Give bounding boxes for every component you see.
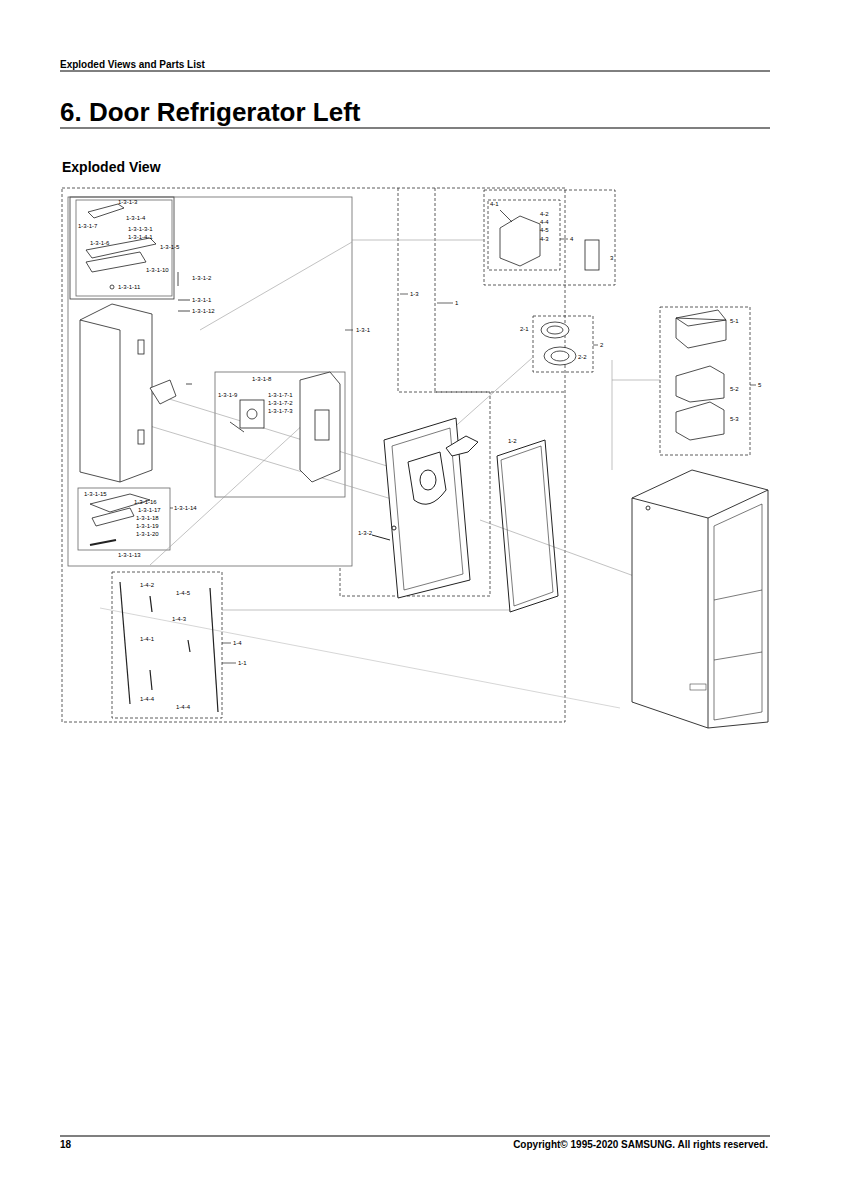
callout-number: 1-3-1-12 [192,308,215,314]
callout-number: 4-1 [490,201,499,207]
callout-number: 1-4-4 [176,704,190,710]
callout-number: 1-4-1 [140,636,154,642]
callout-number: 1-3-1-1 [192,297,211,303]
callout-number: 1-3-1-7-1 [268,392,293,398]
callout-number: 1-3-1-13 [118,552,141,558]
callout-number: 1-3-1-7-2 [268,400,293,406]
callout-number: 1-4-4 [140,696,154,702]
callout-number: 4-3 [540,236,549,242]
callout-number: 5-1 [730,318,739,324]
callout-number: 2-1 [520,326,529,332]
callout-number: 1-3 [410,291,419,297]
callout-number: 1-3-1-4 [126,215,145,221]
section-heading: Exploded View [62,160,161,174]
callout-number: 1-3-1-18 [136,515,159,521]
callout-number: 1 [455,300,458,306]
callout-number: 1-3-1-15 [84,491,107,497]
callout-number: 1-4-2 [140,582,154,588]
callout-number: 3 [610,255,613,261]
callout-number: 1-3-1-2 [192,275,211,281]
callout-number: 1-3-1-17 [138,507,161,513]
callout-number: 1-3-1 [356,327,370,333]
page-number: 18 [60,1140,71,1150]
callout-number: 1-3-1-3 [118,199,137,205]
callout-number: 1-4-5 [176,590,190,596]
callout-number: 1-3-1-11 [118,284,140,290]
callout-number: 1-3-1-6 [90,240,109,246]
callout-number: 2-2 [578,354,587,360]
callout-number: 1-3-1-10 [146,267,169,273]
callout-number: 5-2 [730,386,739,392]
running-header: Exploded Views and Parts List [60,60,205,70]
callout-number: 1-4 [233,640,242,646]
callout-number: 2 [600,342,603,348]
callout-number: 1-1 [238,660,247,666]
callout-number: 1-4-3 [172,616,186,622]
callout-number: 5 [758,382,761,388]
callout-number: 4-4 [540,219,549,225]
callout-number: 5-3 [730,416,739,422]
callout-number: 1-3-1-19 [136,523,159,529]
copyright-note: Copyright© 1995-2020 SAMSUNG. All rights… [513,1140,768,1150]
callout-number: 1-3-1-16 [134,499,157,505]
callout-number: 1-3-1-5 [160,244,179,250]
callout-number: 1-3-1-8 [252,376,271,382]
callout-number: 1-3-1-7-3 [268,408,293,414]
callout-number: 1-3-1-20 [136,531,159,537]
callout-number: 4 [570,236,573,242]
callout-number: 1-3-1-4-1 [128,234,153,240]
callout-number: 1-3-1-9 [218,392,237,398]
page-title: 6. Door Refrigerator Left [60,99,361,125]
callout-number: 1-3-1-14 [174,505,197,511]
callout-number: 1-3-1-3-1 [128,226,153,232]
callout-number: 1-3-2 [358,530,372,536]
callout-number: 1-3-1-7 [78,223,97,229]
callout-number: 4-5 [540,227,549,233]
callout-number: 4-2 [540,211,549,217]
callout-number: 1-2 [508,438,517,444]
